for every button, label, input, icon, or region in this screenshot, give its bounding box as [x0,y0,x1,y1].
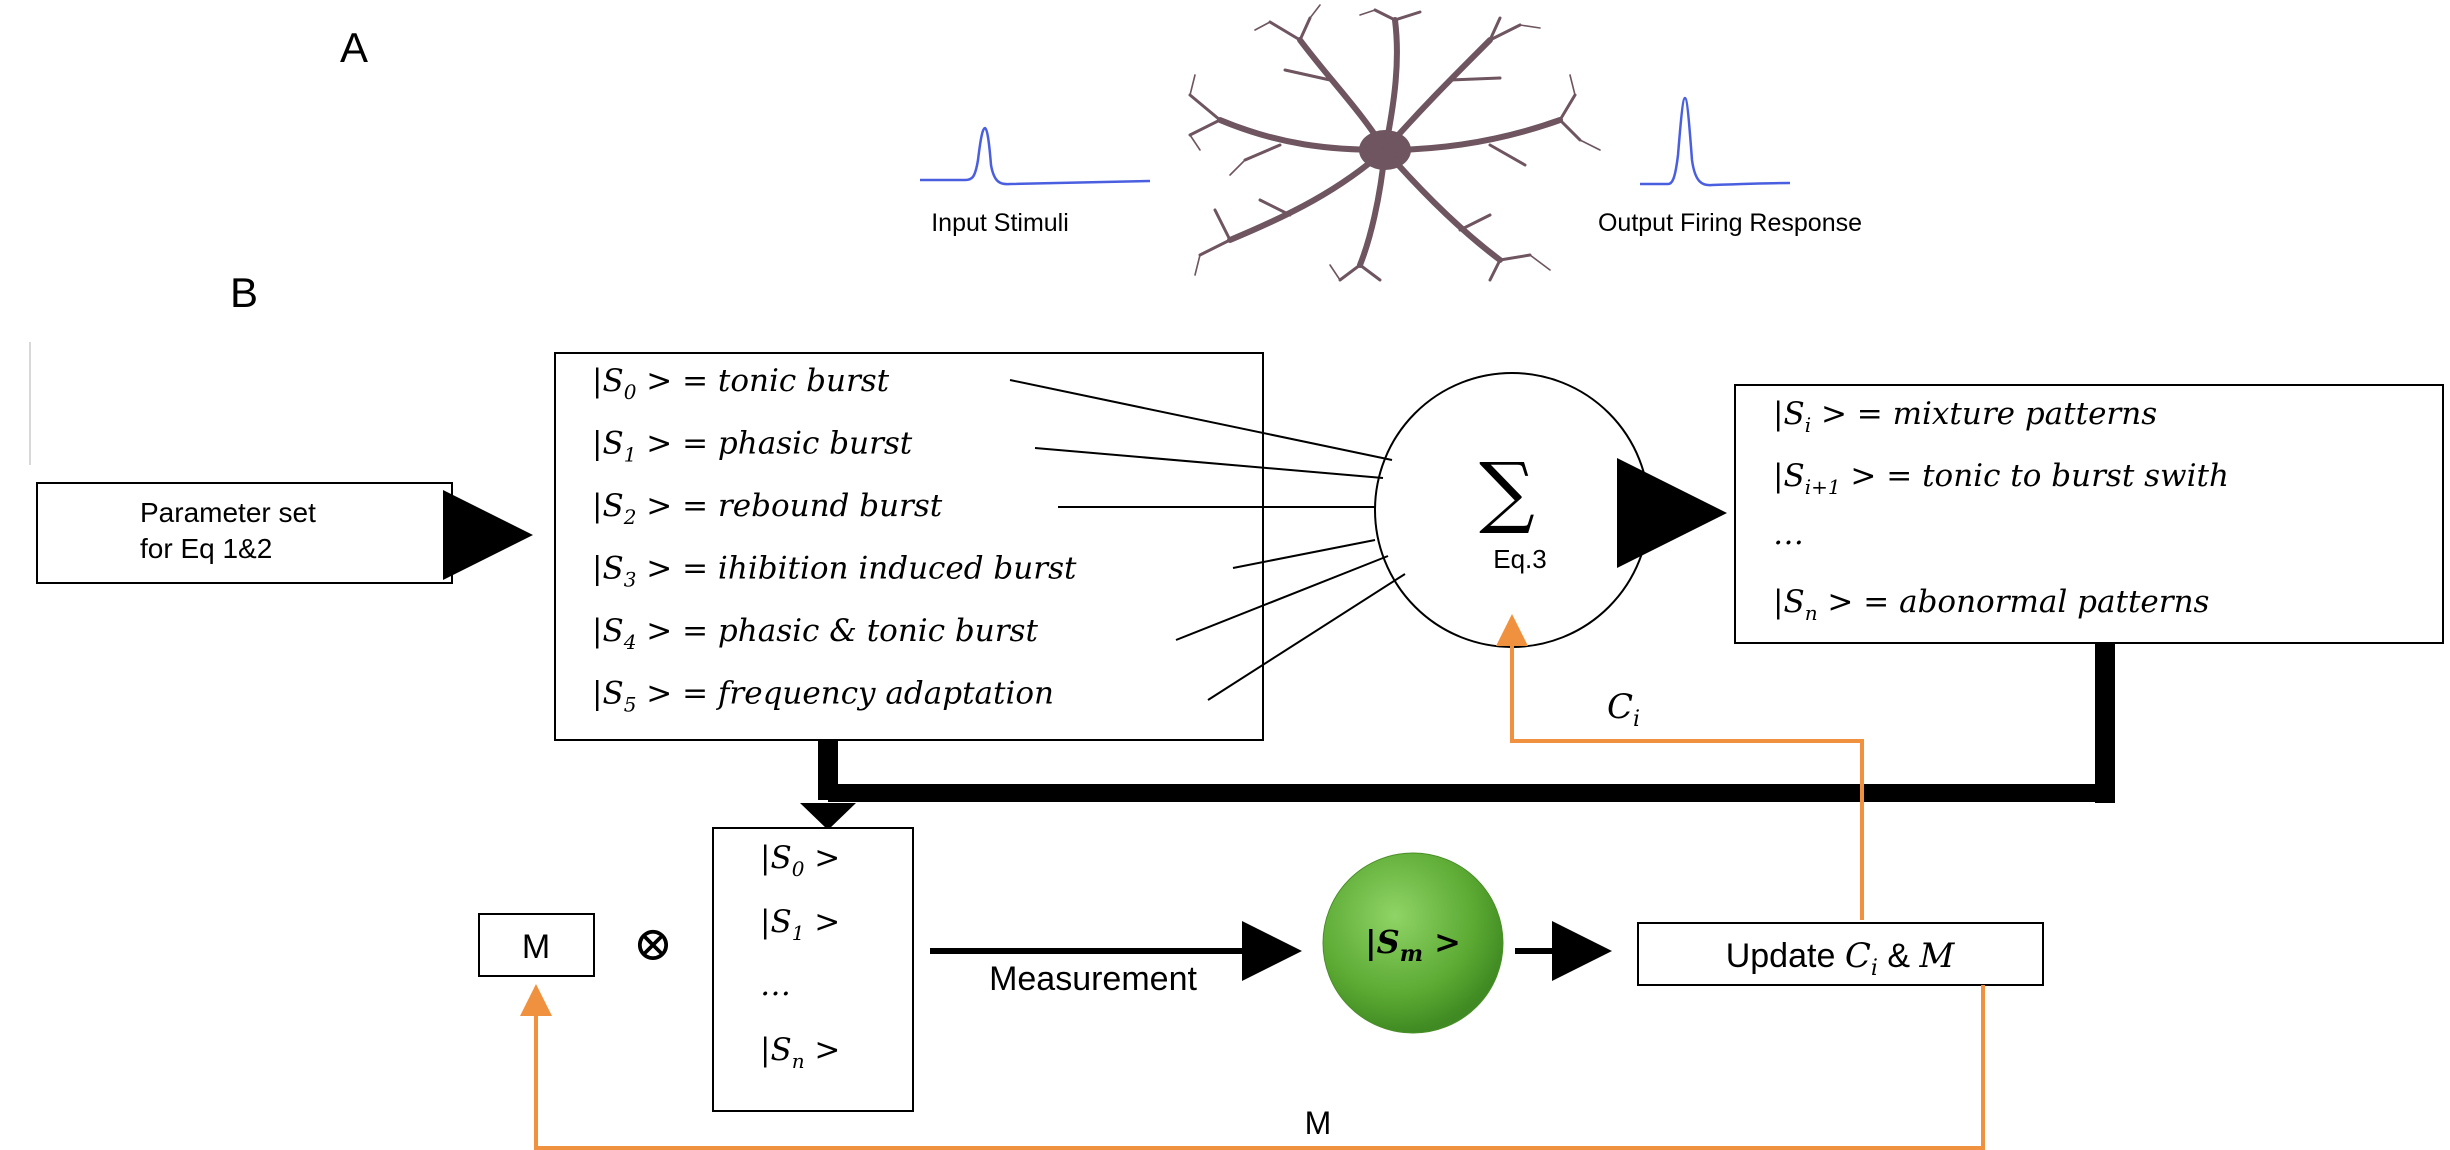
basis-state-0: |S0 > = tonic burst [592,363,890,404]
state-vector-entry-1: |S1 > [760,904,840,945]
m-feedback-label: M [1305,1105,1332,1141]
state-vector-box [712,827,914,1112]
measured-state-node: |Sm > [1322,852,1504,1034]
update-label: Update Ci & M [1726,936,1956,981]
basis-to-sum-lines [1009,379,1406,701]
basis-state-2: |S2 > = rebound burst [592,488,943,529]
sigma-symbol: ∑ [1479,447,1535,537]
output-firing-caption: Output Firing Response [1598,209,1862,237]
basis-state-3: |S3 > = ihibition induced burst [592,551,1077,592]
state-bus-connector [818,643,2115,803]
parameter-set-line1: Parameter set [140,497,316,528]
m-operator-label: M [522,928,550,966]
state-vector-entry-0: |S0 > [760,840,840,881]
basis-state-4: |S4 > = phasic & tonic burst [592,613,1038,654]
measured-state-label: |Sm > [1365,923,1461,967]
input-stimuli-caption: Input Stimuli [931,209,1069,237]
eq3-label: Eq.3 [1493,544,1547,574]
input-spike-waveform-icon [920,126,1151,186]
tensor-product-icon: ⊗ [633,916,673,972]
panel-a-label: A [340,24,368,71]
state-vector-entry-3: |Sn > [760,1032,840,1073]
output-states-box [1734,384,2444,644]
ci-label: Ci [1607,687,1640,732]
bus-arrowhead [800,803,856,830]
panel-b-label: B [230,269,258,316]
sum-node: ∑ Eq.3 [1374,372,1650,648]
output-state-0: |Si > = mixture patterns [1773,396,2157,437]
output-state-1: |Si+1 > = tonic to burst swith [1773,458,2229,499]
m-feedback-arrow [520,984,1985,1150]
measurement-label: Measurement [989,960,1197,998]
basis-state-5: |S5 > = frequency adaptation [592,676,1054,717]
coefficient-feedback-arrow [1496,614,1864,920]
basis-states-box [554,352,1264,741]
parameter-set-box: Parameter set for Eq 1&2 [36,482,453,584]
output-spike-waveform-icon [1640,96,1791,187]
m-operator-box [478,913,595,977]
basis-state-1: |S1 > = phasic burst [592,426,913,467]
state-vector-entry-2: … [760,967,791,1003]
parameter-set-line2: for Eq 1&2 [140,533,272,564]
output-state-3: |Sn > = abonormal patterns [1773,584,2209,625]
output-state-2: … [1773,516,1804,552]
update-box [1637,922,2044,986]
neuron-icon [1188,4,1601,282]
